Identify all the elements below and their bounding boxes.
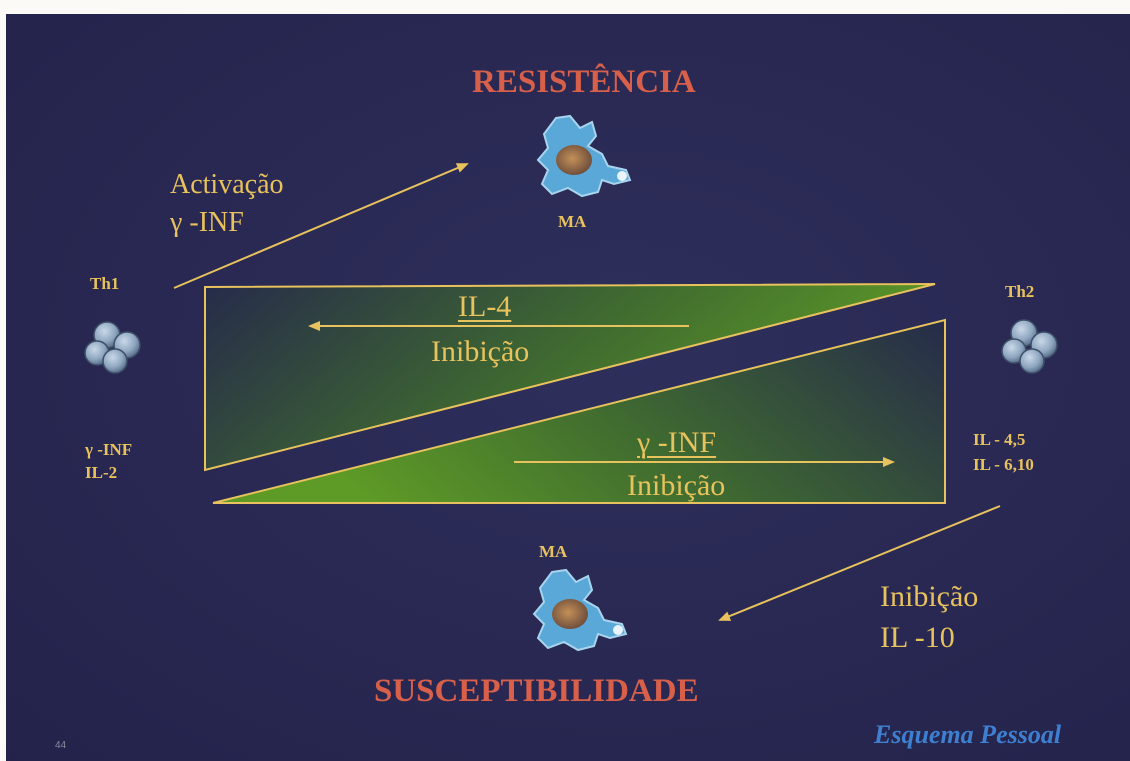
- il10-inhibition-arrow: [718, 505, 1001, 621]
- il10-label: IL -10: [880, 621, 955, 654]
- upper-triangle: [204, 283, 936, 472]
- macrophage-icon: [536, 114, 632, 198]
- th2-cytokine: IL - 6,10: [973, 455, 1034, 474]
- th1-cytokine: IL-2: [85, 463, 118, 482]
- susceptibility-title: SUSCEPTIBILIDADE: [374, 673, 699, 709]
- lymphocyte-cluster-icon: [84, 321, 141, 374]
- macrophage-icon: [532, 568, 628, 652]
- il10-action-label: Inibição: [880, 580, 979, 613]
- th1-cytokine: γ -INF: [85, 440, 133, 459]
- activation-cytokine: γ -INF: [170, 207, 244, 238]
- il4-label: IL-4: [458, 290, 512, 323]
- activation-arrow: [173, 163, 469, 289]
- th1-label: Th1: [90, 274, 120, 293]
- th2-label: Th2: [1005, 282, 1035, 301]
- credit-text: Esquema Pessoal: [874, 720, 1062, 749]
- inf-label: γ -INF: [637, 426, 717, 459]
- macrophage-label-bottom: MA: [539, 542, 568, 561]
- resistance-title: RESISTÊNCIA: [472, 64, 696, 100]
- macrophage-label-top: MA: [558, 212, 587, 231]
- lower-triangle: [212, 318, 946, 504]
- lymphocyte-cluster-icon: [1001, 319, 1058, 374]
- inf-action-label: Inibição: [627, 469, 726, 502]
- il4-action-label: Inibição: [431, 335, 530, 368]
- activation-label: Activação: [170, 169, 284, 200]
- page-number: 44: [55, 740, 67, 751]
- th2-cytokine: IL - 4,5: [973, 430, 1026, 449]
